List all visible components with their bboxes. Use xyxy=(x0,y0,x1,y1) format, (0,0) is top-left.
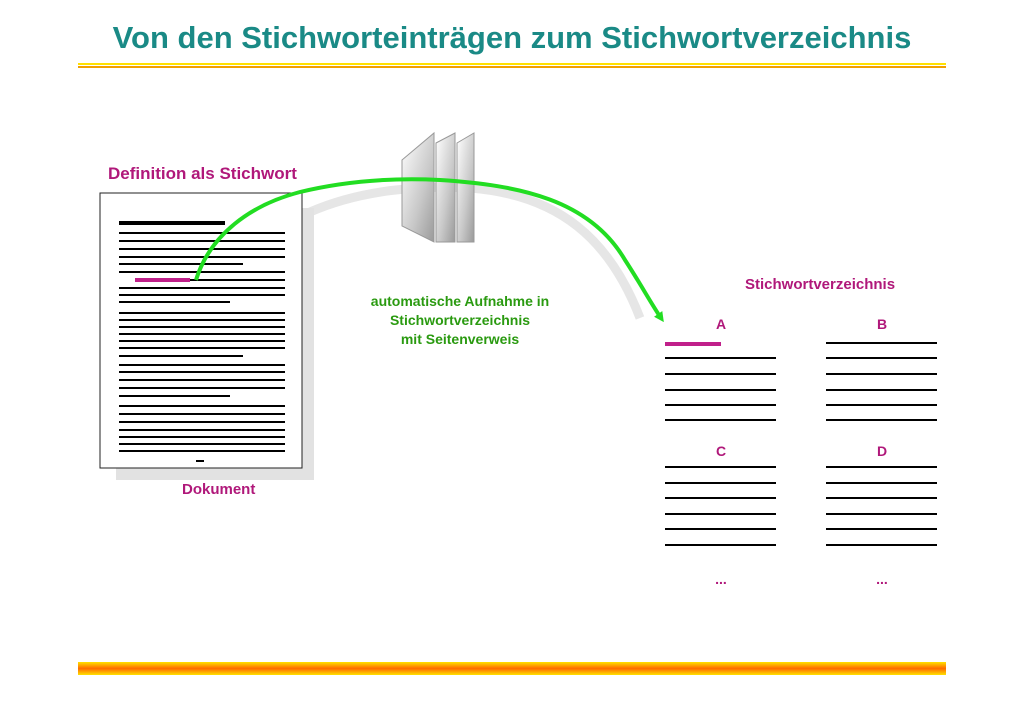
slide-title: Von den Stichworteinträgen zum Stichwort… xyxy=(112,20,912,55)
continuation-left: ... xyxy=(715,571,727,587)
shadow-arc xyxy=(308,182,645,320)
document-label: Dokument xyxy=(182,481,256,498)
section-letter-b: B xyxy=(876,316,888,332)
flow-arrow xyxy=(194,177,664,323)
index-column-c xyxy=(665,466,776,546)
auto-label-line-3: mit Seitenverweis xyxy=(400,331,520,347)
auto-label-line-1: automatische Aufnahme in xyxy=(370,293,550,309)
continuation-right: ... xyxy=(876,571,888,587)
index-column-a xyxy=(665,357,776,421)
section-letter-c: C xyxy=(715,443,727,459)
definition-label: Definition als Stichwort xyxy=(108,164,297,183)
auto-label-line-2: Stichwortverzeichnis xyxy=(389,312,531,328)
index-column-d xyxy=(826,466,937,546)
index-label: Stichwortverzeichnis xyxy=(745,276,896,293)
auto-indexing-label: automatische Aufnahme in Stichwortverzei… xyxy=(345,292,575,349)
pages-stack-icon xyxy=(401,131,475,243)
index-column-b xyxy=(826,342,937,421)
section-letter-a: A xyxy=(715,316,727,332)
footer-bar xyxy=(78,662,946,675)
title-divider xyxy=(78,63,946,68)
section-letter-d: D xyxy=(876,443,888,459)
document xyxy=(99,192,314,480)
document-text-lines xyxy=(119,232,285,462)
